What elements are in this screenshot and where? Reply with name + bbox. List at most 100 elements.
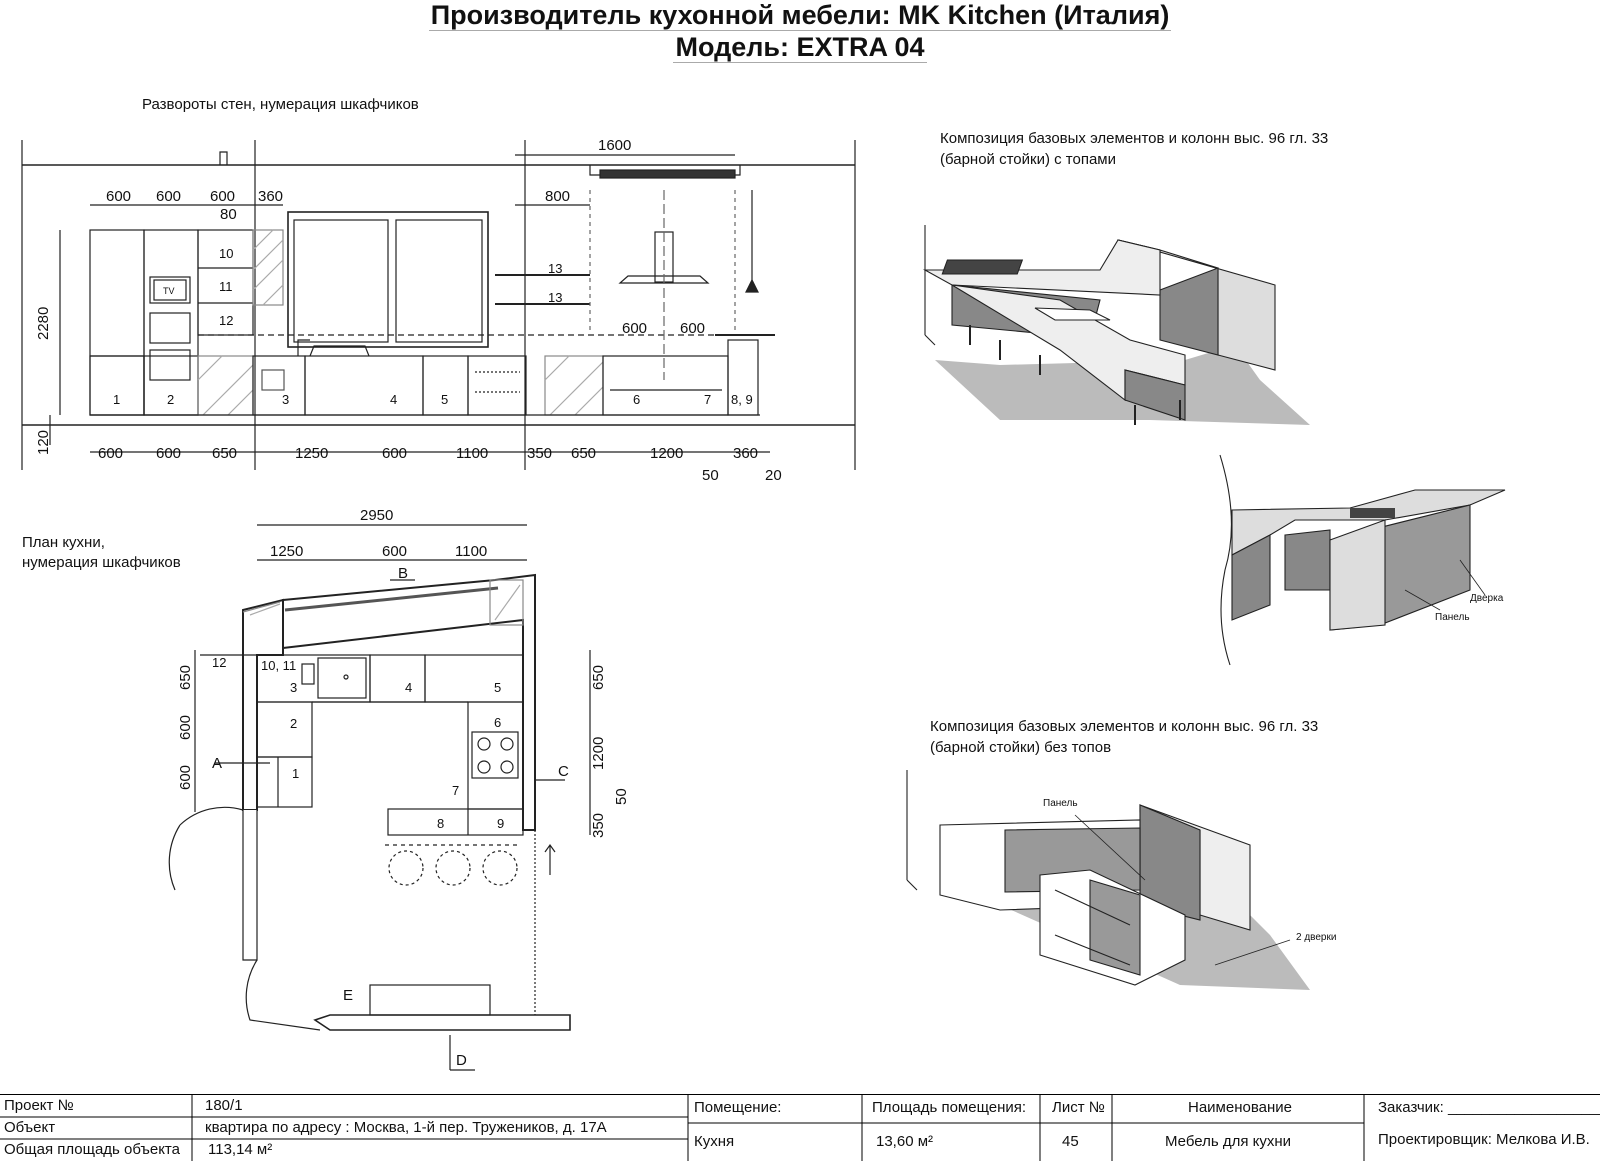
iso-top-caption-2: (барной стойки) с топами xyxy=(940,151,1116,168)
drawing-subtitle: Модель: EXTRA 04 xyxy=(0,32,1600,63)
title-block: Проект № 180/1 Объект квартира по адресу… xyxy=(0,1094,1600,1161)
elev-bar-dim: 600 xyxy=(680,320,705,337)
elev-bottom-dim: 360 xyxy=(733,445,758,462)
elev-top-dim: 1600 xyxy=(598,137,631,154)
plan-caption-2: нумерация шкафчиков xyxy=(22,554,181,571)
plan-cabinet-number: 3 xyxy=(290,680,297,695)
name-value: Мебель для кухни xyxy=(1165,1133,1292,1150)
project-value: 180/1 xyxy=(205,1097,243,1114)
elev-cabinet-number: 13 xyxy=(548,290,562,305)
wall-letter: E xyxy=(343,987,353,1004)
elev-top-dim: 800 xyxy=(545,188,570,205)
plan-right-dim: 1200 xyxy=(590,737,607,770)
elev-cabinet-number: 12 xyxy=(219,313,233,328)
room-label: Помещение: xyxy=(694,1099,782,1116)
tv-label: TV xyxy=(163,286,175,296)
title-line-2: Модель: EXTRA 04 xyxy=(673,32,927,63)
elev-bottom-dim: 650 xyxy=(571,445,596,462)
area-value: 113,14 м² xyxy=(208,1141,273,1158)
elev-side-dim: 120 xyxy=(35,430,52,455)
area-label: Общая площадь объекта xyxy=(4,1141,180,1158)
elev-cabinet-number: 7 xyxy=(704,392,711,407)
elev-side-dim: 2280 xyxy=(35,307,52,340)
elevation-caption: Развороты стен, нумерация шкафчиков xyxy=(142,96,419,113)
name-label: Наименование xyxy=(1188,1099,1292,1116)
plan-cabinet-number: 8 xyxy=(437,816,444,831)
iso-top-caption-1: Композиция базовых элементов и колонн вы… xyxy=(940,130,1329,147)
sheet-value: 45 xyxy=(1062,1133,1079,1150)
elev-bottom-dim: 20 xyxy=(765,467,782,484)
plan-top-dim: 2950 xyxy=(360,507,393,524)
plan-cabinet-number: 6 xyxy=(494,715,501,730)
plan-top-dim: 1250 xyxy=(270,543,303,560)
wall-letter: A xyxy=(212,755,222,772)
elev-bar-dim: 600 xyxy=(622,320,647,337)
plan-left-dim: 12 xyxy=(212,655,226,670)
wall-letter: B xyxy=(398,565,408,582)
elev-cabinet-number: 6 xyxy=(633,392,640,407)
sheet-label: Лист № xyxy=(1052,1099,1105,1116)
elev-top-dim: 80 xyxy=(220,206,237,223)
elev-cabinet-number: 5 xyxy=(441,392,448,407)
plan-top-dim: 600 xyxy=(382,543,407,560)
project-label: Проект № xyxy=(4,1097,74,1114)
elev-top-dim: 360 xyxy=(258,188,283,205)
elev-cabinet-number: 11 xyxy=(219,279,233,294)
plan-right-dim: 650 xyxy=(590,665,607,690)
room-area-value: 13,60 м² xyxy=(876,1133,934,1150)
plan-left-dim: 600 xyxy=(177,765,194,790)
elev-cabinet-number: 10 xyxy=(219,246,233,261)
designer-label: Проектировщик: Мелкова И.В. xyxy=(1378,1131,1590,1148)
elev-cabinet-number: 2 xyxy=(167,392,174,407)
elev-top-dim: 600 xyxy=(106,188,131,205)
elev-bottom-dim: 1100 xyxy=(456,445,488,462)
callout-door: Дверка xyxy=(1470,593,1504,604)
elev-cabinet-number: 13 xyxy=(548,261,562,276)
callout-2-doors: 2 дверки xyxy=(1296,932,1336,943)
iso-bottom-caption-1: Композиция базовых элементов и колонн вы… xyxy=(930,718,1319,735)
title-line-1: Производитель кухонной мебели: MK Kitche… xyxy=(428,0,1172,31)
customer-label: Заказчик: ___________________ xyxy=(1378,1099,1600,1116)
elev-bottom-dim: 650 xyxy=(212,445,237,462)
elev-bottom-dim: 600 xyxy=(156,445,181,462)
drawing-title: Производитель кухонной мебели: MK Kitche… xyxy=(0,0,1600,31)
plan-cabinet-number: 1 xyxy=(292,766,299,781)
plan-cabinet-number: 9 xyxy=(497,816,504,831)
elev-cabinet-number: 3 xyxy=(282,392,289,407)
plan-left-dim: 600 xyxy=(177,715,194,740)
callout-panel: Панель xyxy=(1435,612,1470,623)
elev-bottom-dim: 600 xyxy=(382,445,407,462)
object-value: квартира по адресу : Москва, 1-й пер. Тр… xyxy=(205,1119,607,1136)
elev-cabinet-number: 8, 9 xyxy=(731,392,753,407)
plan-cabinet-number: 7 xyxy=(452,783,459,798)
elev-cabinet-number: 4 xyxy=(390,392,397,407)
room-area-label: Площадь помещения: xyxy=(872,1099,1027,1116)
elev-bottom-dim: 1250 xyxy=(295,445,328,462)
elev-cabinet-number: 1 xyxy=(113,392,120,407)
plan-cabinet-number: 2 xyxy=(290,716,297,731)
elev-bottom-dim: 350 xyxy=(527,445,552,462)
callout-panel-2: Панель xyxy=(1043,798,1078,809)
wall-letter: C xyxy=(558,763,569,780)
elev-bottom-dim: 50 xyxy=(702,467,719,484)
plan-cabinet-number: 4 xyxy=(405,680,412,695)
elev-bottom-dim: 600 xyxy=(98,445,123,462)
elev-top-dim: 600 xyxy=(210,188,235,205)
elev-top-dim: 600 xyxy=(156,188,181,205)
plan-caption-1: План кухни, xyxy=(22,534,105,551)
plan-cabinet-number: 5 xyxy=(494,680,501,695)
plan-right-dim: 50 xyxy=(613,788,630,805)
plan-left-dim: 650 xyxy=(177,665,194,690)
iso-bottom-caption-2: (барной стойки) без топов xyxy=(930,739,1112,756)
plan-top-dim: 1100 xyxy=(455,543,487,560)
room-value: Кухня xyxy=(694,1133,735,1150)
object-label: Объект xyxy=(4,1119,56,1136)
